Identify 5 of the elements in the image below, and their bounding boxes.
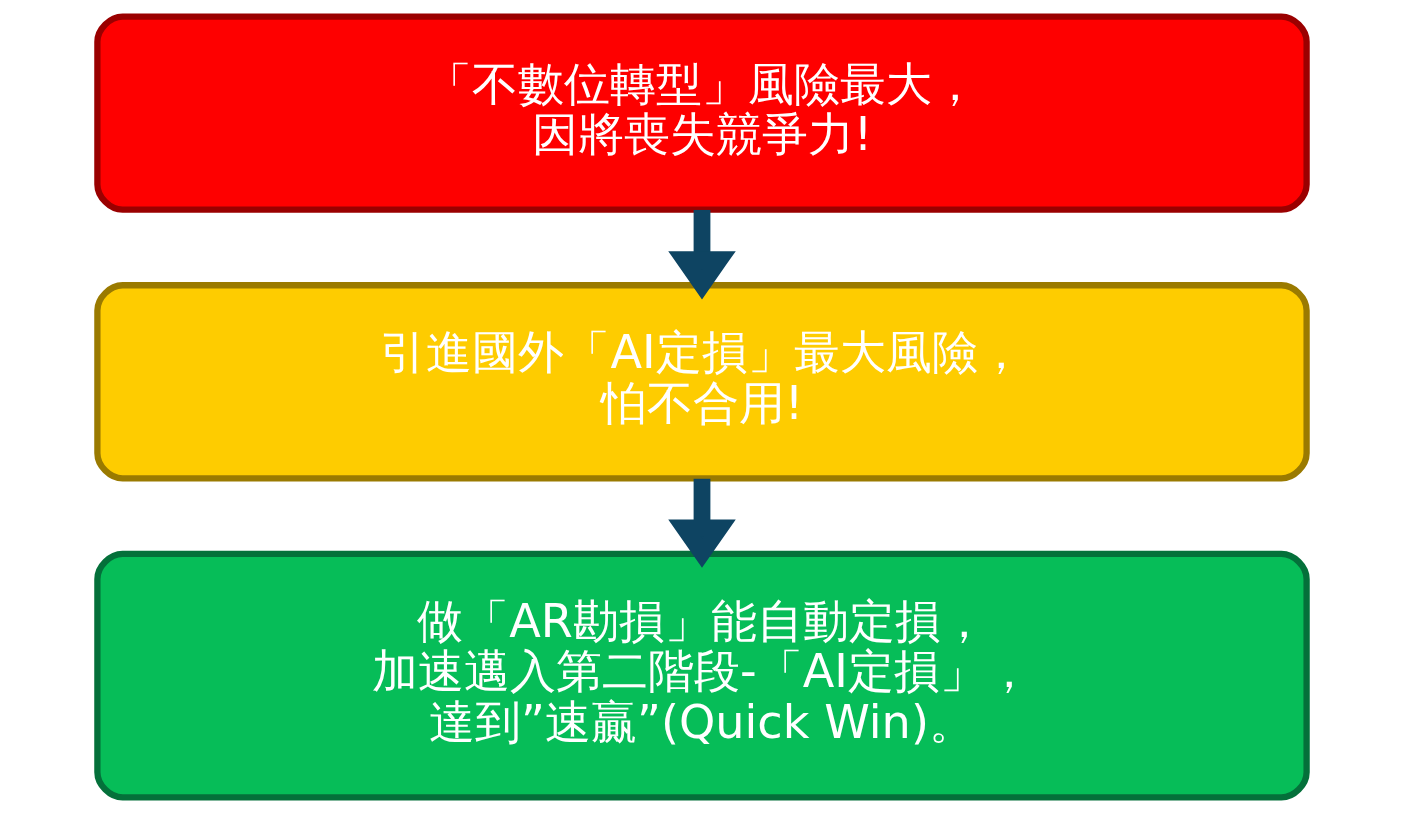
- node-box: 做「AR勘損」能自動定損，加速邁入第二階段-「AI定損」，達到”速贏”(Quick Win)。: [93, 550, 1310, 801]
- arrow: [667, 209, 736, 300]
- arrow: [667, 478, 736, 568]
- node-box: 引進國外「AI定損」最大風險，怕不合用!: [93, 282, 1310, 482]
- node-box: 「不數位轉型」風險最大，因將喪失競爭力!: [93, 13, 1310, 213]
